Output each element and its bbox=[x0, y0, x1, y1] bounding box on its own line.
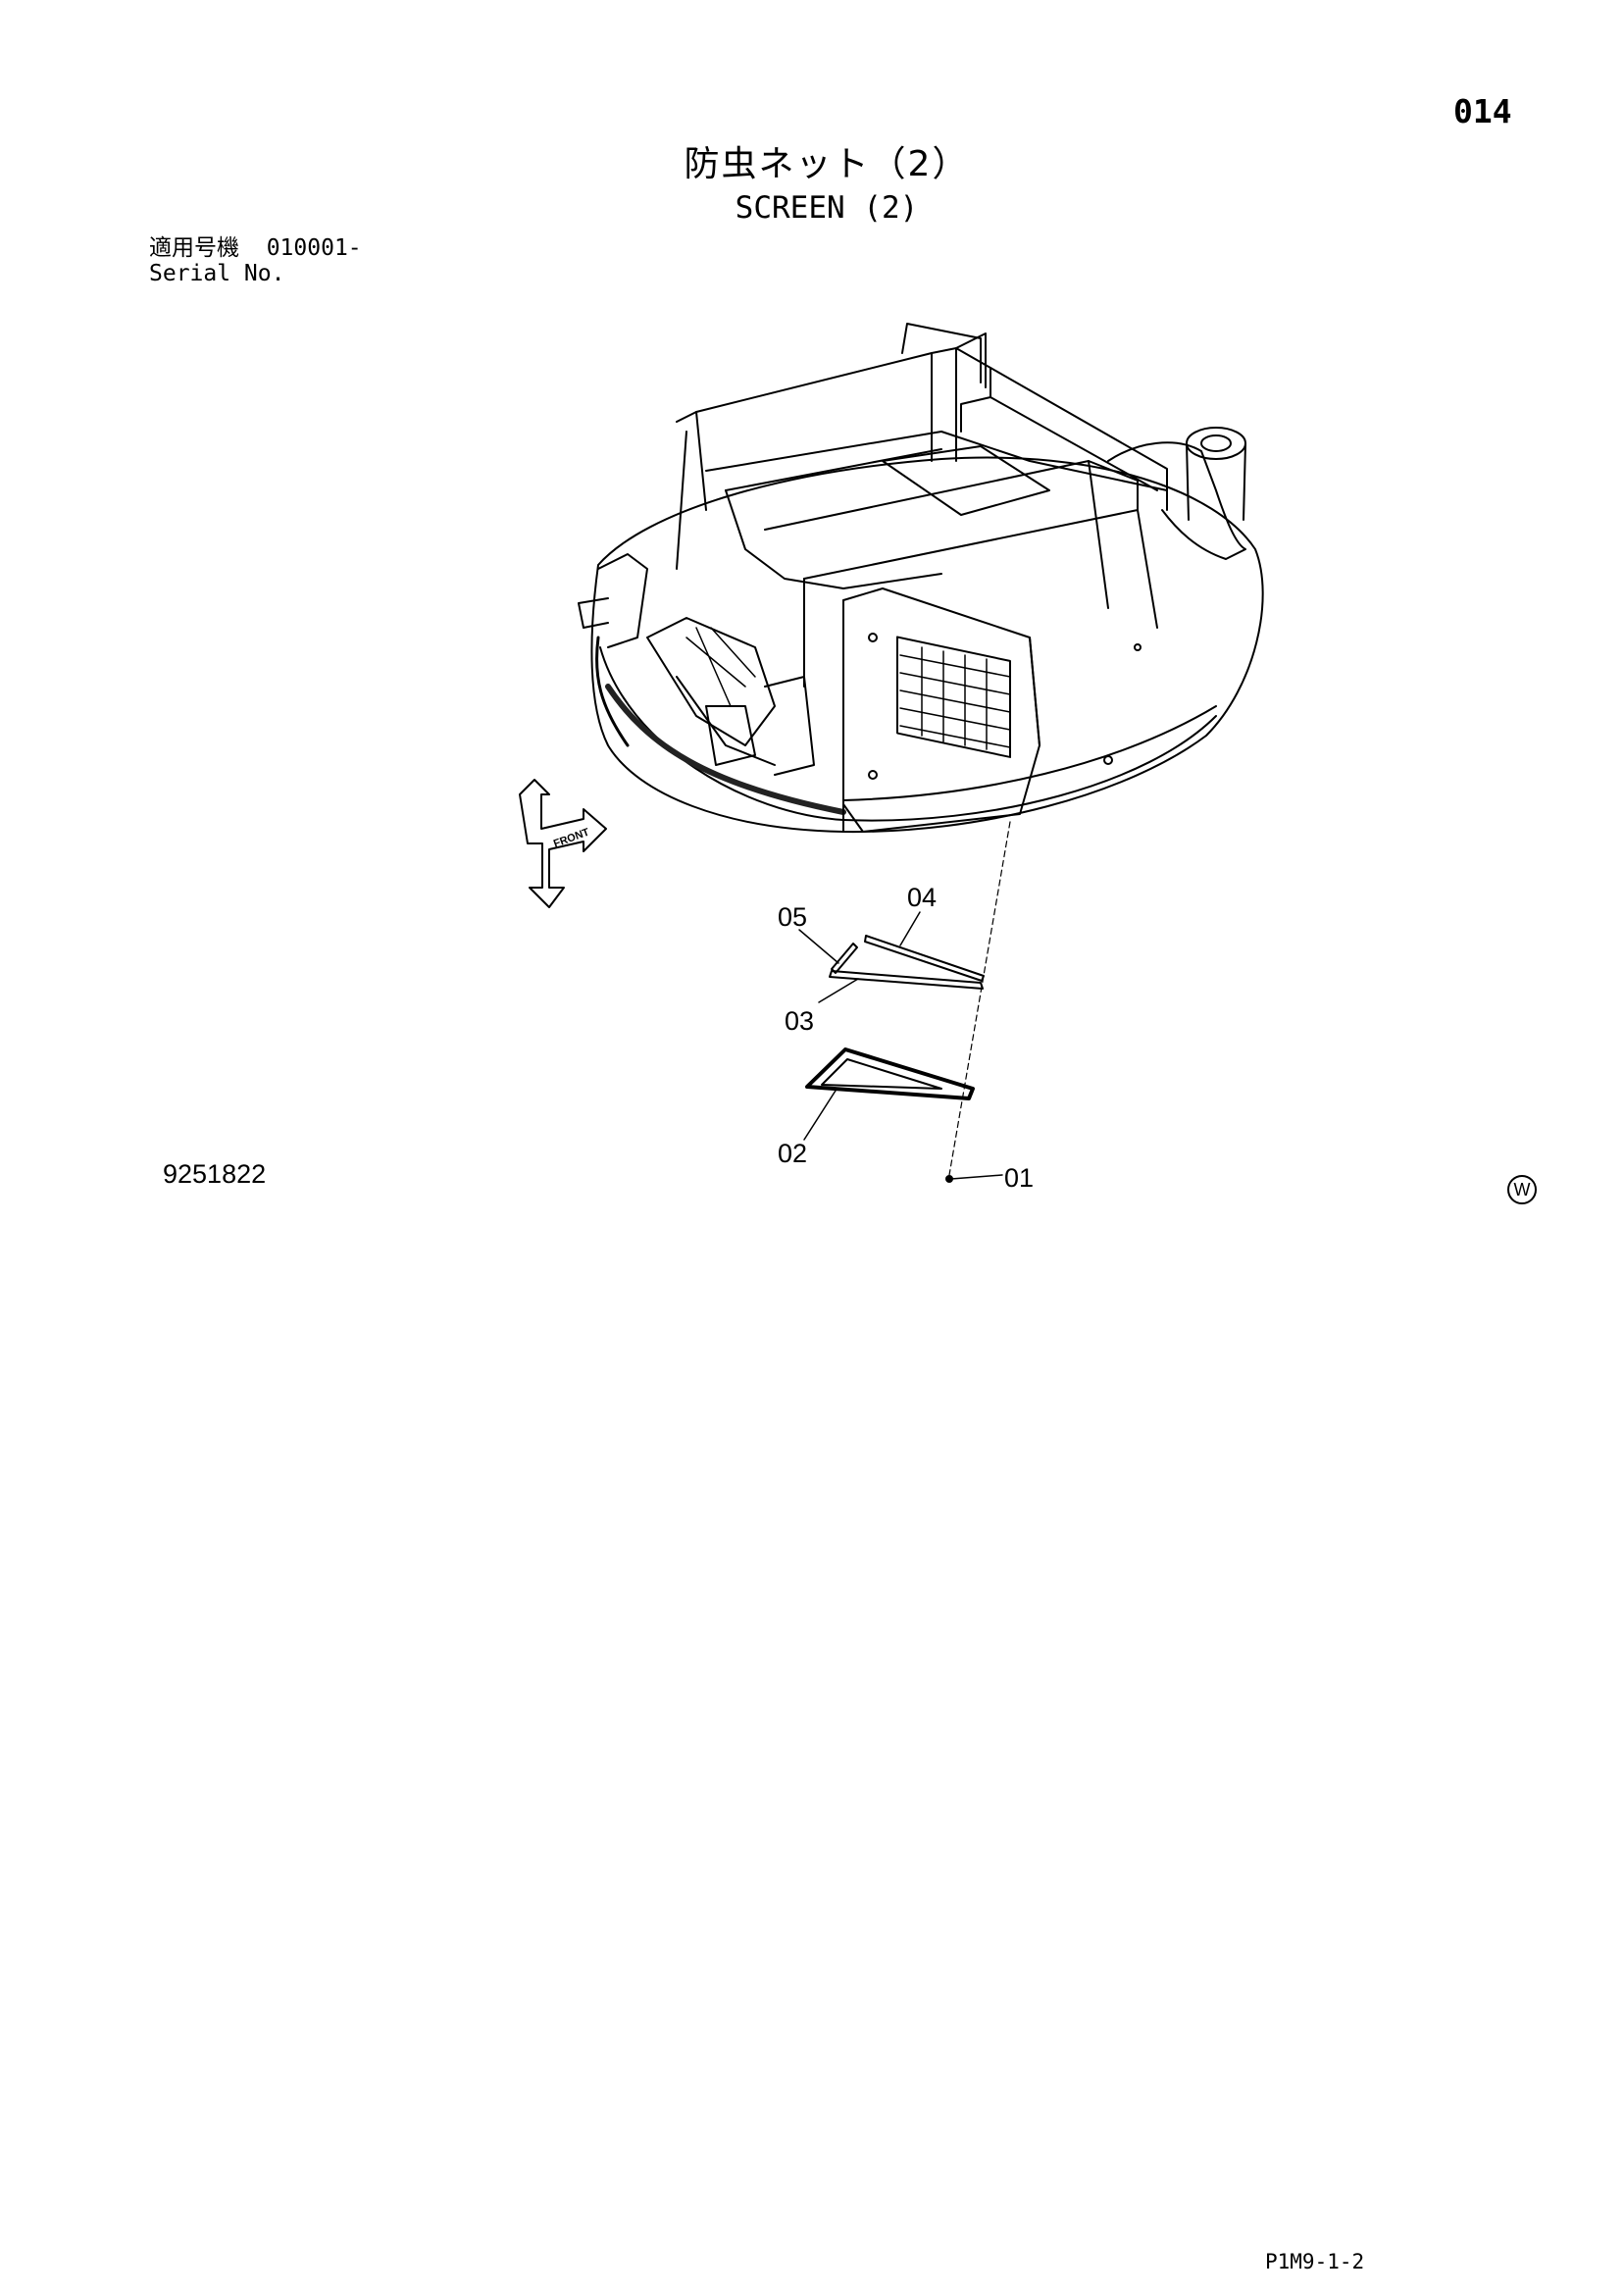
callout-03-leader bbox=[818, 978, 859, 1003]
cover-bolt bbox=[868, 633, 878, 642]
boom-bracket bbox=[1107, 441, 1246, 560]
serial-label-english: Serial No. bbox=[149, 261, 285, 286]
lower-mid-box bbox=[764, 676, 815, 776]
serial-label-japanese: 適用号機 bbox=[149, 235, 239, 261]
swing-post-hole bbox=[1200, 434, 1232, 452]
counterweight-lip bbox=[842, 705, 1217, 833]
deck-rim-bar bbox=[605, 684, 846, 815]
left-bracket bbox=[597, 553, 648, 648]
part-02-frame-inner bbox=[821, 1058, 942, 1090]
part-02-frame bbox=[805, 1047, 975, 1100]
front-direction-arrow: FRONT bbox=[519, 779, 607, 908]
swing-post-body bbox=[1186, 442, 1246, 521]
page-title-english: SCREEN (2) bbox=[735, 190, 919, 226]
cross-rail-upper bbox=[705, 431, 1168, 491]
deck-bolt bbox=[1134, 643, 1142, 651]
callout-03: 03 bbox=[785, 1006, 814, 1036]
page-number: 014 bbox=[1453, 92, 1512, 130]
side-cover-edges bbox=[842, 599, 1040, 805]
serial-value: 010001- bbox=[266, 235, 362, 261]
grille-frame bbox=[896, 636, 1011, 758]
page-code: P1M9-1-2 bbox=[1265, 2250, 1365, 2273]
exploded-parts-diagram: FRONT 05 04 03 02 01 bbox=[519, 323, 1264, 1193]
left-frame-lower bbox=[676, 676, 776, 766]
rear-post-side bbox=[955, 332, 987, 388]
cross-beam bbox=[764, 460, 1139, 580]
w-mark-symbol: W bbox=[1507, 1175, 1537, 1204]
left-tab bbox=[578, 597, 609, 629]
page-title-japanese: 防虫ネット（2） bbox=[684, 144, 970, 184]
top-rail-right bbox=[990, 367, 1168, 511]
callout-04: 04 bbox=[907, 883, 937, 912]
callout-02: 02 bbox=[778, 1139, 807, 1168]
front-arrow-label: FRONT bbox=[552, 826, 591, 849]
callout-05-leader bbox=[798, 929, 839, 964]
rear-post-upper bbox=[901, 323, 982, 383]
part-03-screen-net bbox=[829, 970, 984, 990]
top-rail-left-post bbox=[676, 411, 707, 570]
deck-outline bbox=[590, 456, 1264, 834]
inner-floor-panel bbox=[882, 445, 1050, 516]
side-cover bbox=[842, 587, 1142, 833]
left-compartment bbox=[646, 617, 776, 746]
cover-bolt bbox=[868, 770, 878, 780]
part-05-seal bbox=[831, 943, 858, 974]
serial-row: 適用号機 010001- bbox=[149, 235, 362, 261]
cross-beam-supports bbox=[803, 460, 1158, 688]
deck-lower-rim bbox=[599, 646, 1217, 822]
side-cover-panel bbox=[842, 587, 1040, 833]
deck-front-edge bbox=[595, 636, 630, 747]
upperstructure-frame bbox=[578, 323, 1264, 834]
drawing-number: 9251822 bbox=[163, 1159, 267, 1189]
serial-number-block: 適用号機 010001- Serial No. bbox=[149, 235, 362, 286]
top-rail-mid-post bbox=[931, 347, 957, 462]
swing-post-top bbox=[1186, 427, 1246, 460]
left-hoses bbox=[685, 627, 756, 707]
callout-01: 01 bbox=[1004, 1163, 1034, 1193]
grille-slots bbox=[899, 646, 1011, 750]
exploded-parts bbox=[798, 821, 1011, 1183]
cover-bolt bbox=[1103, 755, 1113, 765]
lower-left-box bbox=[705, 705, 756, 766]
top-rail-back bbox=[676, 347, 991, 433]
inner-floor-edge bbox=[725, 489, 942, 589]
callout-01-leader bbox=[950, 1174, 1003, 1180]
part-04-strip bbox=[864, 935, 985, 982]
assembly-leader-line bbox=[948, 821, 1011, 1176]
callout-02-leader bbox=[803, 1090, 837, 1141]
callout-05: 05 bbox=[778, 902, 807, 932]
callout-04-leader bbox=[899, 911, 921, 946]
